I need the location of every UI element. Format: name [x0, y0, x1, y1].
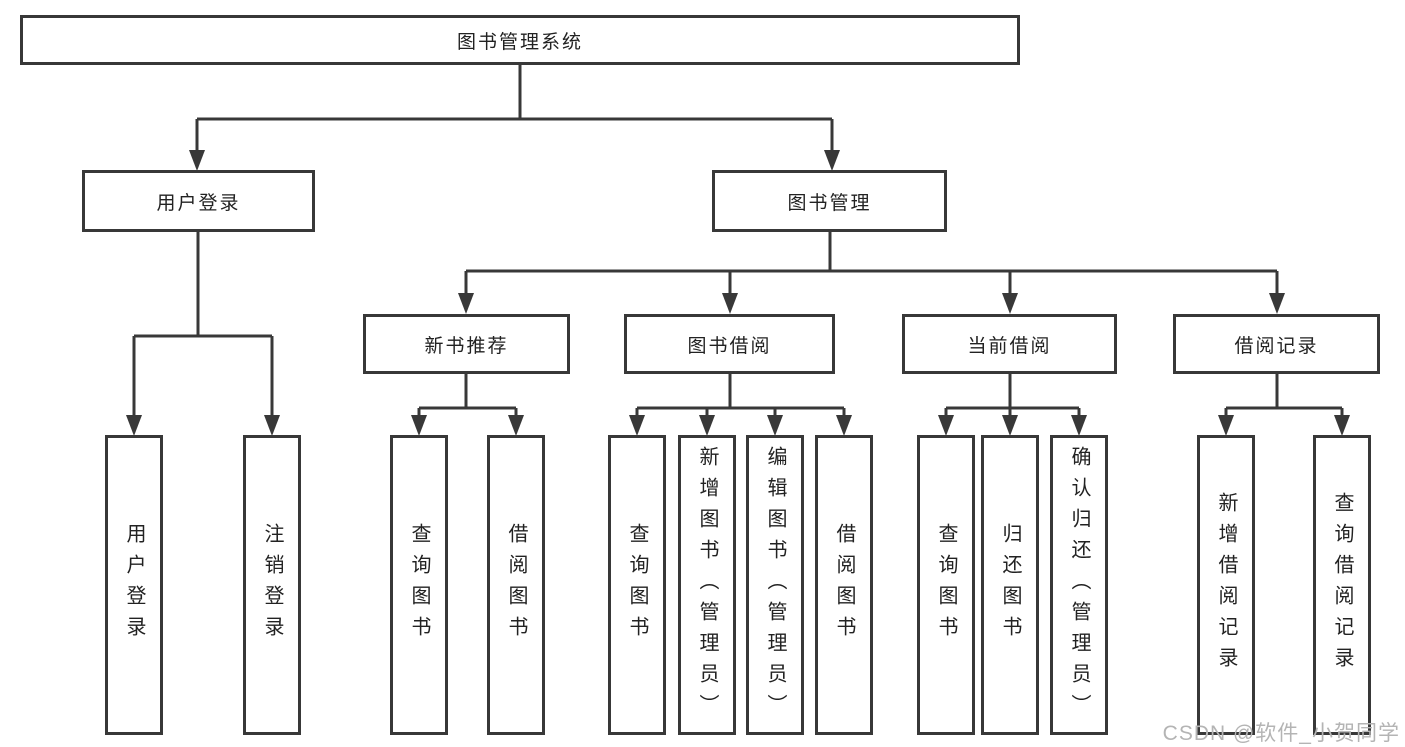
node-current-borrow: 当前借阅	[902, 314, 1117, 374]
csdn-watermark: CSDN @软件_小贺同学	[1162, 722, 1400, 745]
leaf-query-books-current: 查询图书	[917, 435, 975, 735]
leaf-user-login: 用户登录	[105, 435, 163, 735]
leaf-logout: 注销登录	[243, 435, 301, 735]
leaf-return-books: 归还图书	[981, 435, 1039, 735]
leaf-borrow-books: 借阅图书	[815, 435, 873, 735]
leaf-add-books-admin: 新增图书（管理员）	[678, 435, 736, 735]
node-book-borrow: 图书借阅	[624, 314, 835, 374]
leaf-query-borrow-record: 查询借阅记录	[1313, 435, 1371, 735]
node-borrow-records: 借阅记录	[1173, 314, 1380, 374]
node-book-management: 图书管理	[712, 170, 947, 232]
node-new-book-recommend: 新书推荐	[363, 314, 570, 374]
leaf-query-books-recommend: 查询图书	[390, 435, 448, 735]
leaf-edit-books-admin: 编辑图书（管理员）	[746, 435, 804, 735]
leaf-query-books-borrow: 查询图书	[608, 435, 666, 735]
node-user-login: 用户登录	[82, 170, 315, 232]
node-library-management-system: 图书管理系统	[20, 15, 1020, 65]
leaf-confirm-return-admin: 确认归还（管理员）	[1050, 435, 1108, 735]
leaf-add-borrow-record: 新增借阅记录	[1197, 435, 1255, 735]
leaf-borrow-books-recommend: 借阅图书	[487, 435, 545, 735]
